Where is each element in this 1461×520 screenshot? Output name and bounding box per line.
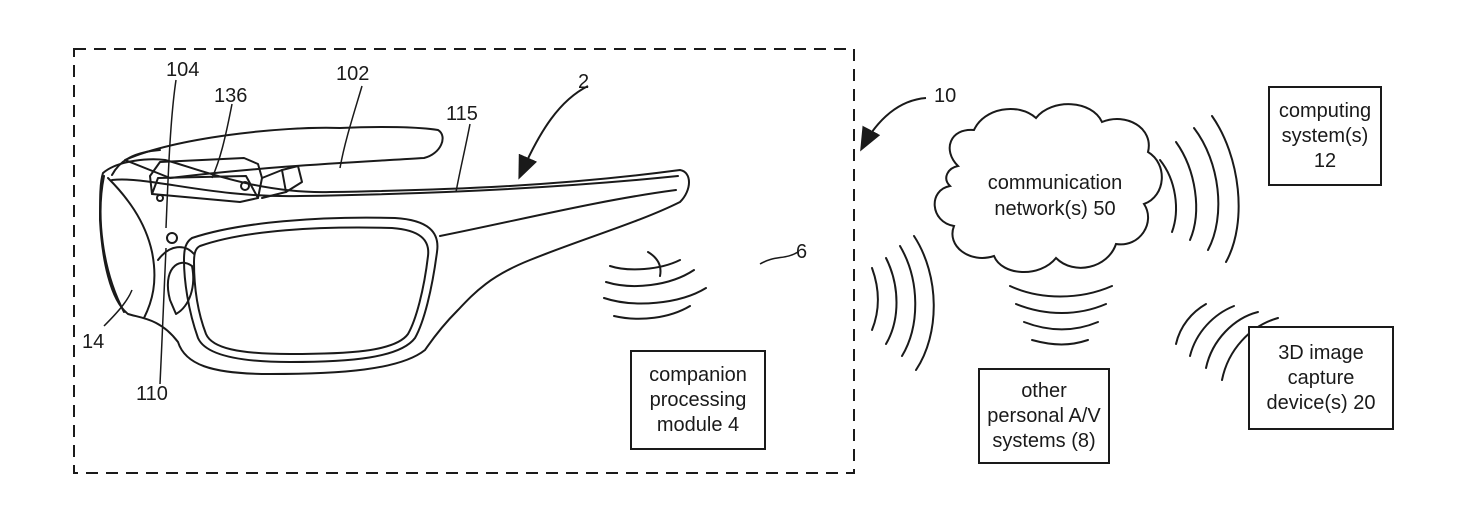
arrow-10 [860,97,927,152]
ref-115: 115 [446,103,478,125]
companion-module-label: companion processing module 4 [649,363,747,436]
network-label: communication network(s) 50 [987,172,1123,220]
ref-14: 14 [82,331,105,353]
ref-6: 6 [796,241,808,263]
computing-system-box: computing system(s) 12 [1268,86,1382,186]
ref-102: 102 [336,63,370,85]
ref-110: 110 [136,383,168,405]
computing-system-label: computing system(s) 12 [1278,99,1372,172]
network-cloud [933,103,1163,273]
arrow-2 [518,85,589,180]
capture-device-box: 3D image capture device(s) 20 [1248,326,1394,430]
companion-module-box: companion processing module 4 [630,350,766,450]
ref-2: 2 [578,71,590,93]
ref-10: 10 [934,85,957,107]
capture-device-label: 3D image capture device(s) 20 [1266,341,1376,414]
other-av-systems-box: other personal A/V systems (8) [978,368,1110,464]
glasses-drawing [99,125,690,375]
ref-104: 104 [166,59,200,81]
ref-136: 136 [214,85,248,107]
apparatus-boundary [73,48,855,474]
wireless-waves [603,115,1279,381]
other-av-systems-label: other personal A/V systems (8) [987,379,1101,452]
leader-lines [103,79,799,385]
